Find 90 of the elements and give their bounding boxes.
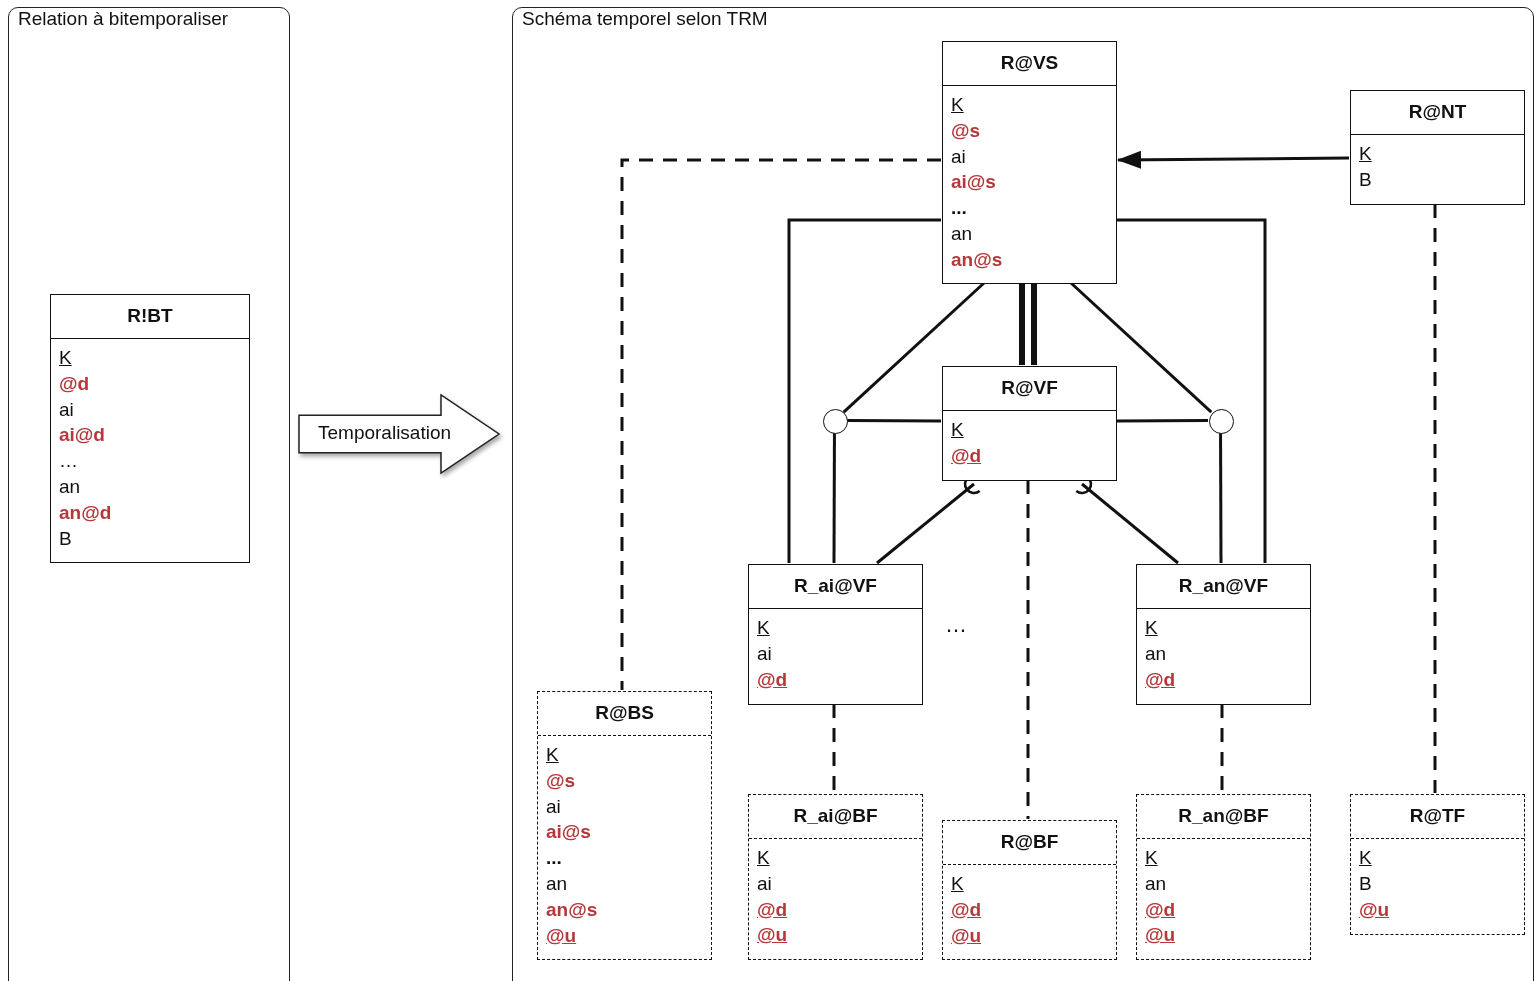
join-circle xyxy=(823,409,848,434)
attribute-text: @u xyxy=(757,923,788,948)
attribute-text: @s xyxy=(546,768,576,793)
attribute-text: K xyxy=(951,93,964,117)
attribute-text: an@d xyxy=(59,500,112,525)
attribute-text: @d xyxy=(951,897,982,922)
dashed-connector xyxy=(1220,704,1224,793)
attribute-text: @d xyxy=(757,897,788,922)
attribute-text: ai xyxy=(951,144,966,169)
table-name: R!BT xyxy=(51,295,249,339)
attribute-text: an@s xyxy=(546,897,598,922)
attribute-text: an xyxy=(1145,641,1167,666)
attribute-text: @u xyxy=(1145,923,1176,948)
table-name: R_ai@VF xyxy=(749,565,922,609)
table-box xyxy=(942,366,1117,481)
connector xyxy=(832,433,836,563)
table-name: R@NT xyxy=(1351,91,1524,135)
attribute-text: ... xyxy=(546,846,562,871)
table-box xyxy=(1136,794,1311,960)
table-box xyxy=(50,294,250,563)
attribute-text: @u xyxy=(951,923,982,948)
attribute-text: @d xyxy=(951,443,982,468)
arrow-label: Temporalisation xyxy=(318,422,452,444)
dashed-connector xyxy=(1433,204,1437,793)
attribute-text: @d xyxy=(59,371,90,396)
attribute-text: @d xyxy=(1145,667,1176,692)
attribute-text: B xyxy=(1359,871,1372,896)
attribute-text: ai xyxy=(546,794,561,819)
table-box xyxy=(1136,564,1311,705)
table-box xyxy=(942,820,1117,960)
connector xyxy=(847,419,941,423)
dashed-connector xyxy=(620,158,941,690)
attribute-text: @u xyxy=(546,923,577,948)
attribute-text: K xyxy=(59,346,72,370)
attribute-text: K xyxy=(951,872,964,896)
table-name: R_an@BF xyxy=(1137,795,1310,839)
attribute-text: an xyxy=(59,475,81,499)
attribute-text: K xyxy=(1145,616,1158,640)
ellipsis-text: … xyxy=(945,612,967,638)
attribute-text: ai xyxy=(59,397,74,422)
attribute-text: K xyxy=(1359,846,1372,870)
table-box xyxy=(942,41,1117,284)
table-name: R@VS xyxy=(943,42,1116,86)
attribute-text: ... xyxy=(951,196,967,221)
attribute-text: K xyxy=(951,418,964,442)
dashed-connector xyxy=(832,704,836,793)
attribute-text: K xyxy=(1359,142,1372,166)
attribute-text: B xyxy=(1359,167,1372,192)
attribute-text: an xyxy=(951,222,973,246)
attribute-text: … xyxy=(59,449,78,474)
connector xyxy=(1116,419,1208,423)
attribute-text: @s xyxy=(951,118,981,143)
attribute-text: an@s xyxy=(951,247,1003,272)
attribute-text: K xyxy=(1145,846,1158,870)
table-name: R@TF xyxy=(1351,795,1524,839)
attribute-text: ai@s xyxy=(546,820,591,845)
group-frame xyxy=(8,7,290,981)
group-title: Schéma temporel selon TRM xyxy=(522,8,768,30)
attribute-text: ai xyxy=(757,641,772,666)
group-frame xyxy=(512,7,1534,981)
block-arrow xyxy=(299,395,499,473)
attribute-text: @u xyxy=(1359,897,1390,922)
table-box xyxy=(748,564,923,705)
table-box xyxy=(748,794,923,960)
attribute-text: K xyxy=(546,743,559,767)
table-name: R@BF xyxy=(943,821,1116,865)
attribute-text: an xyxy=(546,872,568,896)
table-box xyxy=(1350,794,1525,935)
group-title: Relation à bitemporaliser xyxy=(18,8,229,30)
attribute-text: ai@s xyxy=(951,170,996,195)
connector xyxy=(1219,433,1223,563)
attribute-text: B xyxy=(59,526,72,551)
attribute-text: ai xyxy=(757,871,772,896)
attribute-text: K xyxy=(757,616,770,640)
attribute-text: an xyxy=(1145,871,1167,896)
table-name: R_ai@BF xyxy=(749,795,922,839)
attribute-text: K xyxy=(757,846,770,870)
table-name: R_an@VF xyxy=(1137,565,1310,609)
table-name: R@BS xyxy=(538,692,711,736)
dashed-connector xyxy=(1026,480,1030,819)
table-name: R@VF xyxy=(943,367,1116,411)
arrow xyxy=(1117,150,1349,169)
attribute-text: ai@d xyxy=(59,423,105,448)
attribute-text: @d xyxy=(1145,897,1176,922)
connector xyxy=(787,218,941,563)
table-box xyxy=(1350,90,1525,205)
join-circle xyxy=(1209,409,1234,434)
table-box xyxy=(537,691,712,960)
connector xyxy=(1116,218,1267,563)
attribute-text: @d xyxy=(757,667,788,692)
